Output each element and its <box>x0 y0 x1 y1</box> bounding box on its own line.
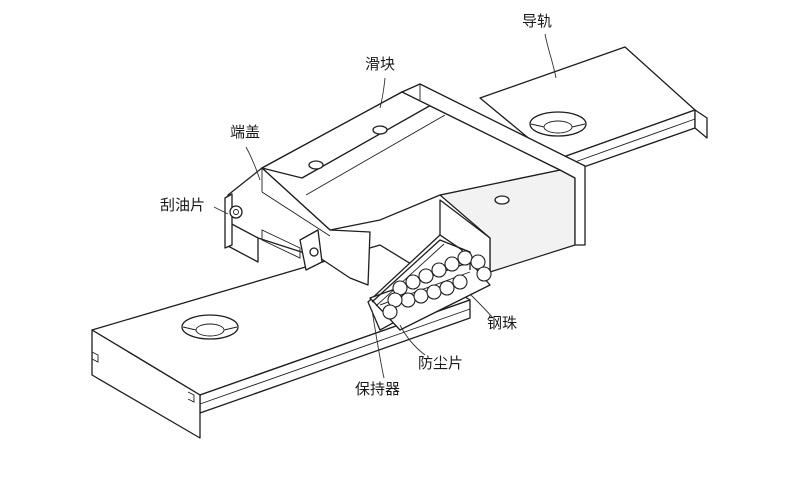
label-retainer: 保持器 <box>355 380 401 398</box>
leader-scraper <box>213 206 229 215</box>
leader-slider <box>379 77 386 109</box>
scraper-plate <box>224 193 323 271</box>
leader-rail <box>544 33 557 79</box>
label-steel-ball: 钢珠 <box>487 314 518 332</box>
label-slider: 滑块 <box>365 55 396 73</box>
leader-steel-ball <box>469 293 494 319</box>
label-rail: 导轨 <box>522 12 553 30</box>
label-dust-plate: 防尘片 <box>418 354 464 372</box>
leader-end-cap <box>245 146 261 181</box>
label-scraper: 刮油片 <box>160 196 206 214</box>
leader-dust-plate <box>399 324 426 356</box>
steel-balls <box>382 250 492 320</box>
rail-hole-near <box>181 314 239 340</box>
leader-retainer <box>371 309 385 379</box>
rail-hole-far <box>529 111 587 137</box>
label-end-cap: 端盖 <box>230 123 261 141</box>
